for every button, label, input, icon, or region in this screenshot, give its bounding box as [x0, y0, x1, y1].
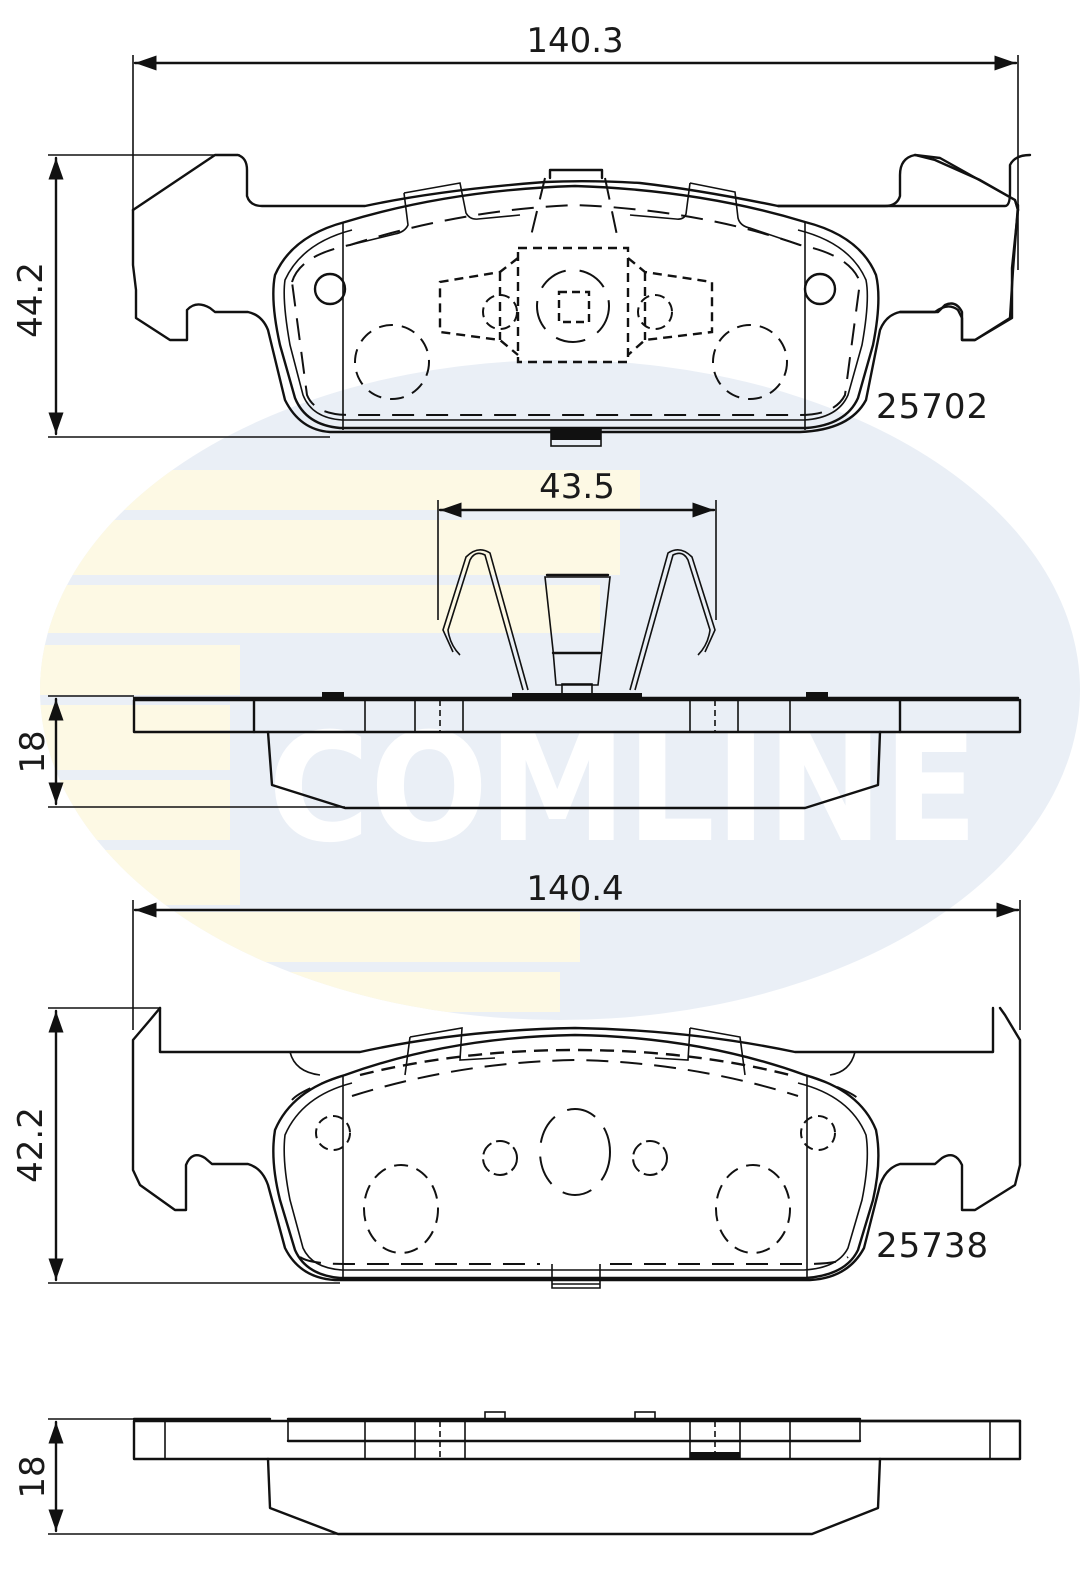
part-number-label: 25702	[876, 387, 989, 427]
width-dimension-label: 140.3	[526, 21, 623, 61]
clip-width-dimension-label: 43.5	[539, 467, 615, 507]
width-dimension-label-2: 140.4	[526, 869, 623, 909]
pad-front-view-25702: 140.3 44.2	[11, 21, 1032, 447]
pad-front-view-25738: 140.4 42.2 25738	[11, 869, 1022, 1289]
height-dimension-label: 44.2	[11, 262, 51, 338]
watermark-text: COMLINE	[268, 702, 978, 876]
thickness-dimension-label-2: 18	[13, 1455, 53, 1498]
pad-side-view-with-clip: 43.5 18	[13, 467, 1022, 810]
part-number-label-2: 25738	[876, 1226, 989, 1266]
thickness-dimension-label: 18	[13, 730, 53, 773]
pad-side-view-2: 18	[13, 1411, 1022, 1536]
comline-watermark: COMLINE	[40, 360, 1080, 1020]
height-dimension-label-2: 42.2	[11, 1107, 51, 1183]
